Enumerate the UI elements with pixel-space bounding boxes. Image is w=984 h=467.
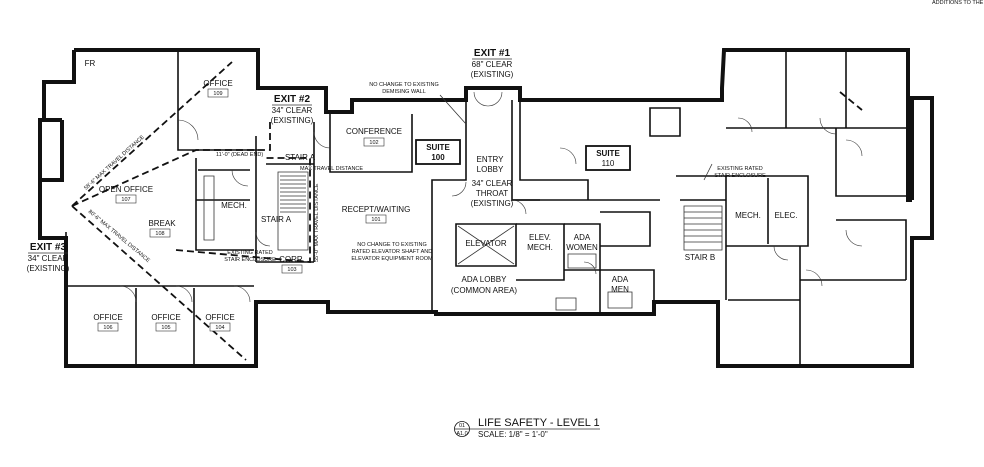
entry-lobby-line1: ENTRY bbox=[477, 155, 505, 164]
title-block: 01 A1.0 LIFE SAFETY - LEVEL 1 SCALE: 1/8… bbox=[454, 417, 600, 439]
room-number-108: 108 bbox=[155, 231, 164, 237]
room-name-corr-103: CORR. bbox=[279, 255, 305, 264]
exterior-walls bbox=[38, 48, 934, 368]
room-name-office-109: OFFICE bbox=[203, 79, 232, 88]
travel-distance-top-right: MAX TRAVEL DISTANCE bbox=[300, 166, 363, 172]
suite-110-name: SUITE bbox=[596, 149, 620, 158]
room-name-recept-101: RECEPT/WAITING bbox=[342, 205, 411, 214]
elev-mech-line2: MECH. bbox=[527, 243, 553, 252]
elevator-shaft-note-line3: ELEVATOR EQUIPMENT ROOM bbox=[351, 256, 433, 262]
corner-note: ADDITIONS TO THE bbox=[932, 0, 984, 6]
travel-distance-lower-left: 80'-6" MAX TRAVEL DISTANCE bbox=[87, 209, 151, 264]
exit-2-title: EXIT #2 bbox=[274, 94, 311, 105]
elevator-shaft-note-line1: NO CHANGE TO EXISTING bbox=[357, 242, 426, 248]
room-number-102: 102 bbox=[369, 140, 378, 146]
room-number-104: 104 bbox=[215, 325, 224, 331]
exit-1-clear: 68" CLEAR bbox=[472, 60, 513, 69]
demising-wall-note-line2: DEMISING WALL bbox=[382, 89, 426, 95]
room-name-mech-left: MECH. bbox=[221, 201, 247, 210]
room-name-office-104: OFFICE bbox=[205, 313, 234, 322]
suite-110-number: 110 bbox=[602, 159, 615, 168]
plan-title: LIFE SAFETY - LEVEL 1 bbox=[478, 417, 600, 429]
rated-stair-left-line2: STAIR ENCLOSURE bbox=[224, 257, 276, 263]
throat-line2: THROAT bbox=[476, 189, 508, 198]
room-labels: OFFICE 109 OPEN OFFICE 107 BREAK 108 MEC… bbox=[93, 79, 798, 332]
throat-line3: (EXISTING) bbox=[471, 199, 514, 208]
ada-men-line2: MEN bbox=[611, 285, 629, 294]
ada-men-line1: ADA bbox=[612, 275, 629, 284]
room-name-elec: ELEC. bbox=[774, 211, 797, 220]
room-number-107: 107 bbox=[121, 197, 130, 203]
exit-3-status: (EXISTING) bbox=[27, 264, 70, 273]
room-name-stair-a-top: STAIR A bbox=[285, 153, 316, 162]
room-name-break-108: BREAK bbox=[148, 219, 176, 228]
demising-wall-note-line1: NO CHANGE TO EXISTING bbox=[369, 82, 438, 88]
detail-number: 01 bbox=[459, 423, 465, 429]
entry-lobby-line2: LOBBY bbox=[477, 165, 504, 174]
plan-notes: NO CHANGE TO EXISTING DEMISING WALL 11'-… bbox=[85, 59, 766, 263]
plan-scale: SCALE: 1/8" = 1'-0" bbox=[478, 430, 548, 439]
rated-stair-left-line1: EXISTING RATED bbox=[227, 250, 272, 256]
exit-2-clear: 34" CLEAR bbox=[272, 106, 313, 115]
room-number-105: 105 bbox=[161, 325, 170, 331]
exit-3-clear: 34" CLEAR bbox=[28, 254, 69, 263]
suite-100-number: 100 bbox=[431, 153, 445, 162]
egress-paths bbox=[71, 61, 863, 361]
room-name-conference-102: CONFERENCE bbox=[346, 127, 402, 136]
room-number-101: 101 bbox=[371, 217, 380, 223]
ada-women-line1: ADA bbox=[574, 233, 591, 242]
exit-1-title: EXIT #1 bbox=[474, 48, 511, 59]
dead-end-note: 11'-0" (DEAD END) bbox=[216, 152, 263, 158]
travel-distance-stair-vertical: 55'-0" MAX TRAVEL DISTANCE bbox=[314, 183, 320, 262]
suite-100-name: SUITE bbox=[426, 143, 450, 152]
room-name-open-office-107: OPEN OFFICE bbox=[99, 185, 153, 194]
room-number-109: 109 bbox=[213, 91, 222, 97]
elev-mech-line1: ELEV. bbox=[529, 233, 551, 242]
travel-distance-upper-left: 58'-6" MAX TRAVEL DISTANCE bbox=[83, 134, 146, 191]
fire-riser-label: FR bbox=[85, 59, 96, 68]
rated-stair-right-line2: STAIR ENCLOSURE bbox=[714, 173, 766, 179]
room-name-mech-right: MECH. bbox=[735, 211, 761, 220]
room-name-elevator: ELEVATOR bbox=[465, 239, 507, 248]
room-number-103: 103 bbox=[287, 267, 296, 273]
ada-lobby-line1: ADA LOBBY bbox=[462, 275, 508, 284]
room-name-office-106: OFFICE bbox=[93, 313, 122, 322]
sheet-number: A1.0 bbox=[456, 431, 467, 437]
exit-3-title: EXIT #3 bbox=[30, 242, 67, 253]
door-swings bbox=[119, 91, 863, 303]
ada-lobby-line2: (COMMON AREA) bbox=[451, 286, 518, 295]
room-number-106: 106 bbox=[103, 325, 112, 331]
room-name-office-105: OFFICE bbox=[151, 313, 180, 322]
room-name-stair-a: STAIR A bbox=[261, 215, 292, 224]
exit-2-status: (EXISTING) bbox=[271, 116, 314, 125]
throat-line1: 34" CLEAR bbox=[472, 179, 513, 188]
interior-walls bbox=[68, 52, 907, 364]
room-name-stair-b: STAIR B bbox=[685, 253, 716, 262]
exit-labels: EXIT #1 68" CLEAR (EXISTING) EXIT #2 34"… bbox=[27, 48, 514, 273]
exit-1-status: (EXISTING) bbox=[471, 70, 514, 79]
rated-stair-right-line1: EXISTING RATED bbox=[717, 166, 762, 172]
ada-women-line2: WOMEN bbox=[566, 243, 598, 252]
elevator-shaft-note-line2: RATED ELEVATOR SHAFT AND bbox=[352, 249, 433, 255]
